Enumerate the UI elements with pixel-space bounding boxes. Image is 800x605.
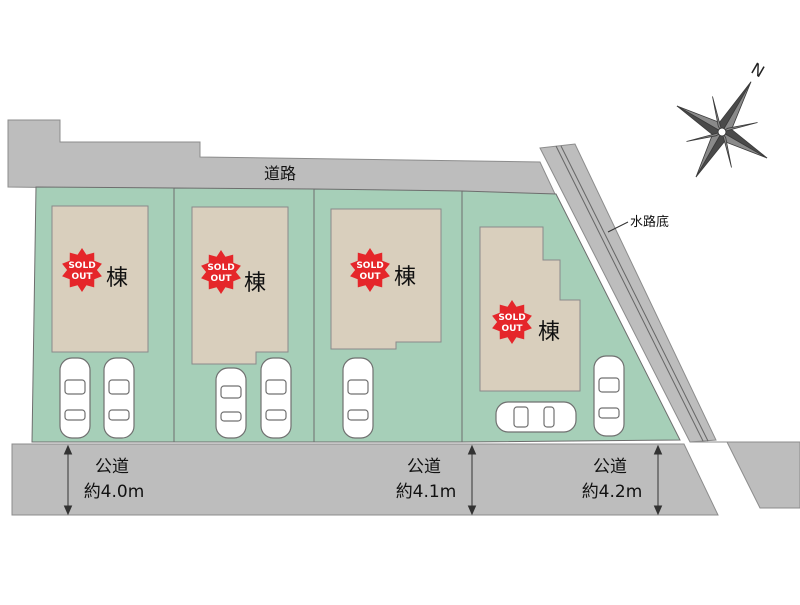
building-label-4: 棟 xyxy=(538,320,560,345)
compass-rose-icon: N xyxy=(676,59,768,178)
sold-out-text: OUT xyxy=(210,274,232,284)
car-7 xyxy=(593,355,625,437)
waterway-line xyxy=(560,145,709,442)
car-5 xyxy=(342,357,374,439)
sold-out-badge: SOLD OUT xyxy=(62,248,102,292)
public-road-east xyxy=(726,441,800,509)
sold-out-badge: SOLD OUT xyxy=(350,248,390,292)
sold-out-text: SOLD xyxy=(68,261,95,271)
building-3 xyxy=(330,208,442,350)
public-road-width: 約4.1m xyxy=(396,482,457,502)
lot-4[interactable] xyxy=(461,190,681,443)
sold-out-text: OUT xyxy=(71,272,93,282)
waterway-strip xyxy=(539,143,717,443)
building-label-2: 棟 xyxy=(244,271,266,296)
waterway-label-leader xyxy=(607,221,629,233)
building-label-3: 棟 xyxy=(394,265,416,290)
car-4 xyxy=(260,357,292,439)
sold-out-text: OUT xyxy=(359,272,381,282)
waterway-line xyxy=(555,145,704,442)
sold-out-text: OUT xyxy=(501,324,523,334)
public-road-label: 公道 xyxy=(407,457,441,477)
lot-3[interactable] xyxy=(313,188,463,443)
waterway-label: 水路底 xyxy=(630,214,669,230)
private-road-label: 道路 xyxy=(264,164,296,183)
public-road-width: 約4.2m xyxy=(582,482,643,502)
building-1 xyxy=(51,205,149,353)
compass-north-label: N xyxy=(748,59,768,81)
road-dimension-3 xyxy=(653,444,663,516)
sold-out-text: SOLD xyxy=(207,263,234,273)
lot-1[interactable] xyxy=(31,186,175,443)
sold-out-text: SOLD xyxy=(498,313,525,323)
building-2 xyxy=(191,206,289,365)
car-6 xyxy=(495,401,577,433)
sold-out-text: SOLD xyxy=(356,261,383,271)
sold-out-badge: SOLD OUT xyxy=(201,250,241,294)
public-road-label: 公道 xyxy=(95,457,129,477)
public-road-width: 約4.0m xyxy=(84,482,145,502)
car-1 xyxy=(59,357,91,439)
road-dimension-2 xyxy=(467,444,477,516)
road-dimension-1 xyxy=(63,444,73,516)
sold-out-badge: SOLD OUT xyxy=(492,300,532,344)
car-2 xyxy=(103,357,135,439)
building-label-1: 棟 xyxy=(106,266,128,291)
building-4 xyxy=(479,226,581,392)
public-road xyxy=(11,443,719,516)
public-road-label: 公道 xyxy=(593,457,627,477)
parking-cars xyxy=(59,355,625,439)
car-3 xyxy=(215,367,247,439)
